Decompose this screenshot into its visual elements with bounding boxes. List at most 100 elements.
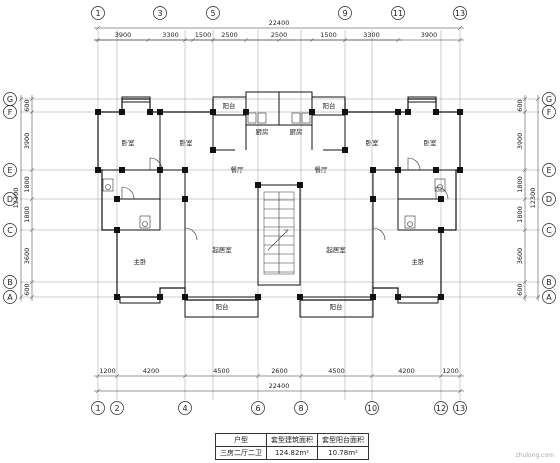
dining-right-label: 餐厅 (315, 165, 329, 174)
dim-top-tick (210, 37, 216, 43)
window-top-right (407, 96, 437, 103)
column (370, 196, 376, 202)
dim-right-tick (522, 294, 528, 300)
column (114, 294, 120, 300)
dim-right-tick (522, 279, 528, 285)
dim-bottom-tick (95, 373, 101, 379)
kitchen-fixture (257, 112, 267, 124)
dim-right-total-tick (535, 96, 541, 102)
axis-bubble-right (542, 275, 556, 289)
axis-bubble-left-label: D (7, 195, 13, 204)
axis-bubble-left-label: C (7, 226, 13, 235)
dim-right-total-label: 12300 (529, 188, 537, 209)
table-cell: 三房二厅二卫 (215, 446, 267, 460)
column (370, 294, 376, 300)
column (210, 147, 216, 153)
dim-left-total-label: 12300 (12, 188, 20, 209)
axis-bubble-bottom (251, 401, 265, 415)
axis-bubble-right-label: A (546, 293, 552, 302)
dim-left-total-tick (18, 96, 24, 102)
bay-right (397, 296, 439, 304)
door-swing (435, 186, 449, 200)
dim-bottom-tick (255, 373, 261, 379)
axis-bubble-left (3, 290, 17, 304)
balcony-top-right-label: 阳台 (323, 101, 336, 110)
axis-bubble-bottom-label: 6 (255, 404, 260, 413)
dim-top-label: 1500 (195, 31, 212, 39)
axis-bubble-bottom (294, 401, 308, 415)
door-swing (372, 227, 386, 241)
dim-left-tick (29, 96, 35, 102)
dim-top-tick (243, 37, 249, 43)
axis-bubble-top-label: 5 (210, 9, 215, 18)
axis-bubble-bottom (178, 401, 192, 415)
column (433, 109, 439, 115)
dim-top-label: 1500 (320, 31, 337, 39)
column (297, 182, 303, 188)
axis-bubble-left (3, 192, 17, 206)
bed-right-1-label: 卧室 (366, 138, 380, 147)
axis-bubble-right-label: D (546, 195, 552, 204)
column (157, 167, 163, 173)
dim-bottom-total-label: 22400 (269, 382, 290, 390)
column (370, 167, 376, 173)
area-table: 户型 套型建筑面积 套型阳台面积 三房二厅二卫 124.82m² 10.78m² (215, 433, 369, 460)
axis-bubble-right (542, 105, 556, 119)
window-top-left (121, 96, 151, 103)
axis-bubble-top (206, 6, 220, 20)
kitchen-fixture (301, 112, 311, 124)
axis-bubble-top-label: 13 (455, 9, 465, 18)
axis-bubble-bottom (365, 401, 379, 415)
dim-top-tick (395, 37, 401, 43)
column (255, 294, 261, 300)
toilet-bowl (407, 221, 413, 227)
column (438, 227, 444, 233)
axis-bubble-bottom (110, 401, 124, 415)
column (433, 167, 439, 173)
axis-bubble-left-label: A (7, 293, 13, 302)
dim-right-label: 600 (516, 283, 524, 295)
column (395, 109, 401, 115)
dim-bottom-label: 4200 (143, 367, 160, 375)
axis-bubble-left-label: F (8, 108, 13, 117)
dim-bottom-tick (298, 373, 304, 379)
axis-bubble-top-label: 1 (95, 9, 100, 18)
axis-bubble-left (3, 163, 17, 177)
dim-bottom-label: 4200 (398, 367, 415, 375)
bed-left-2-label: 卧室 (180, 138, 194, 147)
dim-top-total-label: 22400 (269, 19, 290, 27)
balcony-bottom-left-label: 阳台 (216, 302, 229, 311)
column (114, 196, 120, 202)
door-swing (407, 157, 421, 171)
dim-left-tick (29, 196, 35, 202)
dim-left-tick (29, 227, 35, 233)
toilet-fixture (434, 178, 446, 192)
table-header: 套型阳台面积 (317, 433, 369, 447)
bed-right-2-label: 卧室 (424, 138, 438, 147)
stair-arrow (267, 229, 289, 251)
column (405, 109, 411, 115)
dim-right-tick (522, 227, 528, 233)
axis-bubble-right (542, 223, 556, 237)
dim-bottom-tick (114, 373, 120, 379)
dim-right-label: 3600 (516, 248, 524, 265)
dim-top-tick (190, 37, 196, 43)
balcony-top-left-label: 阳台 (223, 101, 236, 110)
dim-left-label: 3900 (23, 133, 31, 150)
balcony-bottom-left-box (184, 296, 259, 318)
column (438, 294, 444, 300)
axis-bubble-bottom (434, 401, 448, 415)
kitchen-right-label: 厨房 (290, 127, 303, 136)
table-cell: 10.78m² (317, 446, 369, 460)
axis-bubble-top (453, 6, 467, 20)
dim-bottom-label: 1200 (99, 367, 116, 375)
toilet-bowl (142, 221, 148, 227)
dim-right-total-tick (535, 294, 541, 300)
table-header: 户型 (215, 433, 267, 447)
dim-bottom-total-tick (95, 388, 101, 394)
dim-left-label: 600 (23, 283, 31, 295)
dim-left-tick (29, 109, 35, 115)
column (182, 196, 188, 202)
dim-right-tick (522, 96, 528, 102)
